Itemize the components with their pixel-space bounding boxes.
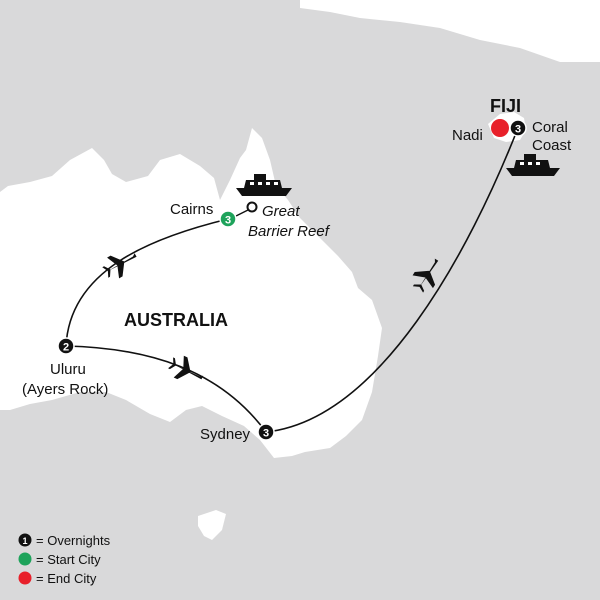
- city-label-coral-coast-line2: Coast: [532, 137, 572, 154]
- city-label-coral-coast-line1: Coral: [532, 119, 568, 136]
- route-sydney-coral-coast: [265, 127, 519, 433]
- city-label-nadi: Nadi: [452, 127, 483, 144]
- route-uluru-sydney: [65, 345, 267, 433]
- stop-marker-cairns: 3: [219, 210, 237, 228]
- legend-item-overnights: 1 = Overnights: [18, 533, 111, 548]
- svg-text:1: 1: [22, 536, 27, 546]
- legend-label-overnights: = Overnights: [36, 533, 111, 548]
- country-label-fiji: FIJI: [490, 96, 521, 116]
- plane-icon: [102, 253, 137, 279]
- excursion-label-line2: Barrier Reef: [248, 223, 331, 240]
- svg-text:2: 2: [63, 342, 69, 354]
- tasmania-landmass: [198, 510, 226, 540]
- new-guinea-landmass: [300, 0, 600, 62]
- city-label-uluru: Uluru: [50, 361, 86, 378]
- stop-marker-coral-coast: 3: [509, 119, 527, 137]
- stop-marker-uluru: 2: [57, 337, 75, 355]
- legend-label-end-city: = End City: [36, 571, 97, 586]
- svg-text:3: 3: [515, 124, 521, 136]
- legend-item-end-city: = End City: [18, 571, 97, 586]
- country-label-australia: AUSTRALIA: [124, 310, 228, 330]
- legend-item-start-city: = Start City: [18, 552, 101, 567]
- city-label-sydney: Sydney: [200, 426, 251, 443]
- stop-marker-nadi: [491, 119, 509, 137]
- city-label-cairns: Cairns: [170, 201, 213, 218]
- excursion-label-line1: Great: [262, 203, 300, 220]
- plane-icon: [168, 355, 204, 380]
- australia-landmass: [0, 128, 382, 458]
- excursion-marker: [246, 201, 258, 213]
- plane-icon: [412, 258, 439, 293]
- legend-label-start-city: = Start City: [36, 552, 101, 567]
- ship-icon: [506, 154, 560, 176]
- stop-marker-sydney: 3: [257, 423, 275, 441]
- ship-icon: [236, 174, 292, 196]
- svg-text:3: 3: [225, 215, 231, 227]
- svg-text:3: 3: [263, 428, 269, 440]
- city-label-uluru-alt: (Ayers Rock): [22, 381, 108, 398]
- legend: 1 = Overnights = Start City = End City: [18, 533, 111, 586]
